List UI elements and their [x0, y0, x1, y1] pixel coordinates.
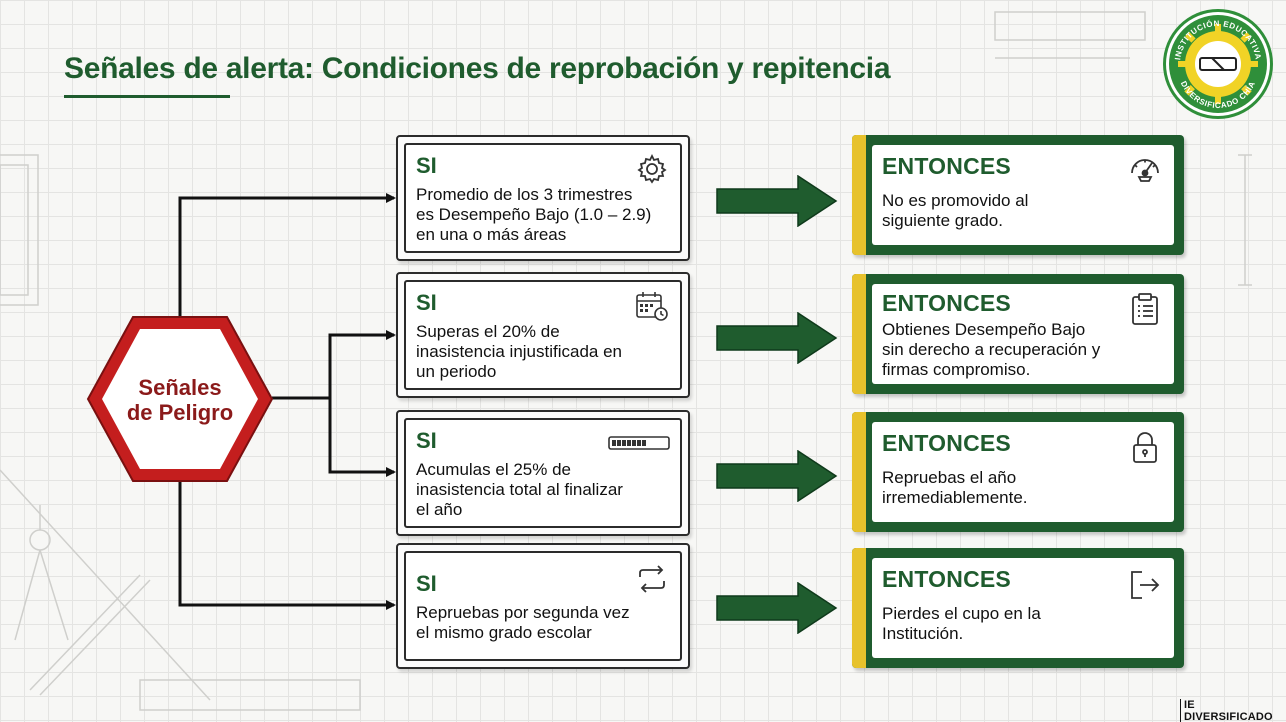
arrow-row-4 — [716, 582, 838, 634]
gauge-icon — [1131, 159, 1159, 182]
si-card-4: SI Repruebas por segunda vez el mismo gr… — [396, 543, 690, 669]
page-title: Señales de alerta: Condiciones de reprob… — [64, 52, 891, 85]
si-text: Promedio de los 3 trimestres es Desempeñ… — [416, 185, 652, 244]
entonces-text: Repruebas el año irremediablemente. — [882, 468, 1028, 507]
si-text: Repruebas por segunda vez el mismo grado… — [416, 603, 630, 642]
gear-icon — [637, 153, 667, 184]
exit-icon — [1131, 571, 1160, 599]
title-underline — [64, 95, 230, 98]
lock-icon — [1133, 432, 1157, 463]
si-label: SI — [416, 571, 437, 596]
arrow-row-2 — [716, 312, 838, 364]
accent-bar — [852, 135, 866, 255]
danger-hexagon-label: Señales de Peligro — [86, 365, 274, 435]
hexagon-line-2: de Peligro — [126, 400, 234, 425]
connector-row-3 — [328, 398, 396, 477]
entonces-label: ENTONCES — [882, 290, 1011, 316]
connector-row-4 — [178, 480, 396, 610]
brand-label: IE DIVERSIFICADO — [1180, 699, 1286, 722]
accent-bar — [852, 412, 866, 532]
entonces-text: Pierdes el cupo en la Institución. — [882, 604, 1041, 643]
entonces-card-3: ENTONCES Repruebas el año irremediableme… — [852, 412, 1184, 532]
entonces-text: No es promovido al siguiente grado. — [882, 191, 1029, 230]
entonces-card-4: ENTONCES Pierdes el cupo en la Instituci… — [852, 548, 1184, 668]
entonces-card-2: ENTONCES Obtienes Desempeño Bajo sin der… — [852, 274, 1184, 394]
school-logo: INSTITUCIÓN EDUCATIVA DIVERSIFICADO CHÍA — [1163, 9, 1273, 119]
si-text: Acumulas el 25% de inasistencia total al… — [416, 460, 623, 519]
hexagon-line-1: Señales — [138, 375, 222, 400]
si-label: SI — [416, 290, 437, 315]
arrow-row-3 — [716, 450, 838, 502]
si-label: SI — [416, 153, 437, 178]
accent-bar — [852, 274, 866, 394]
calendar-clock-icon — [636, 292, 668, 321]
si-label: SI — [416, 428, 437, 453]
connector-row-2 — [328, 330, 396, 398]
entonces-label: ENTONCES — [882, 566, 1011, 592]
progress-bar-icon — [608, 436, 670, 450]
danger-hexagon — [86, 316, 274, 482]
si-card-1: SI Promedio de los 3 trimestres es Desem… — [396, 135, 690, 261]
si-card-3: SI Acumulas el 25% de inasistencia total… — [396, 410, 690, 536]
clipboard-icon — [1132, 293, 1158, 325]
arrow-row-1 — [716, 175, 838, 227]
accent-bar — [852, 548, 866, 668]
repeat-icon — [639, 565, 665, 593]
entonces-text: Obtienes Desempeño Bajo sin derecho a re… — [882, 320, 1101, 379]
si-card-2: SI Superas el 20% de inasistencia injust… — [396, 272, 690, 398]
connector-row-1 — [178, 193, 396, 318]
si-text: Superas el 20% de inasistencia injustifi… — [416, 322, 623, 381]
entonces-label: ENTONCES — [882, 153, 1011, 179]
entonces-label: ENTONCES — [882, 430, 1011, 456]
entonces-card-1: ENTONCES No es promovido al siguiente gr… — [852, 135, 1184, 255]
